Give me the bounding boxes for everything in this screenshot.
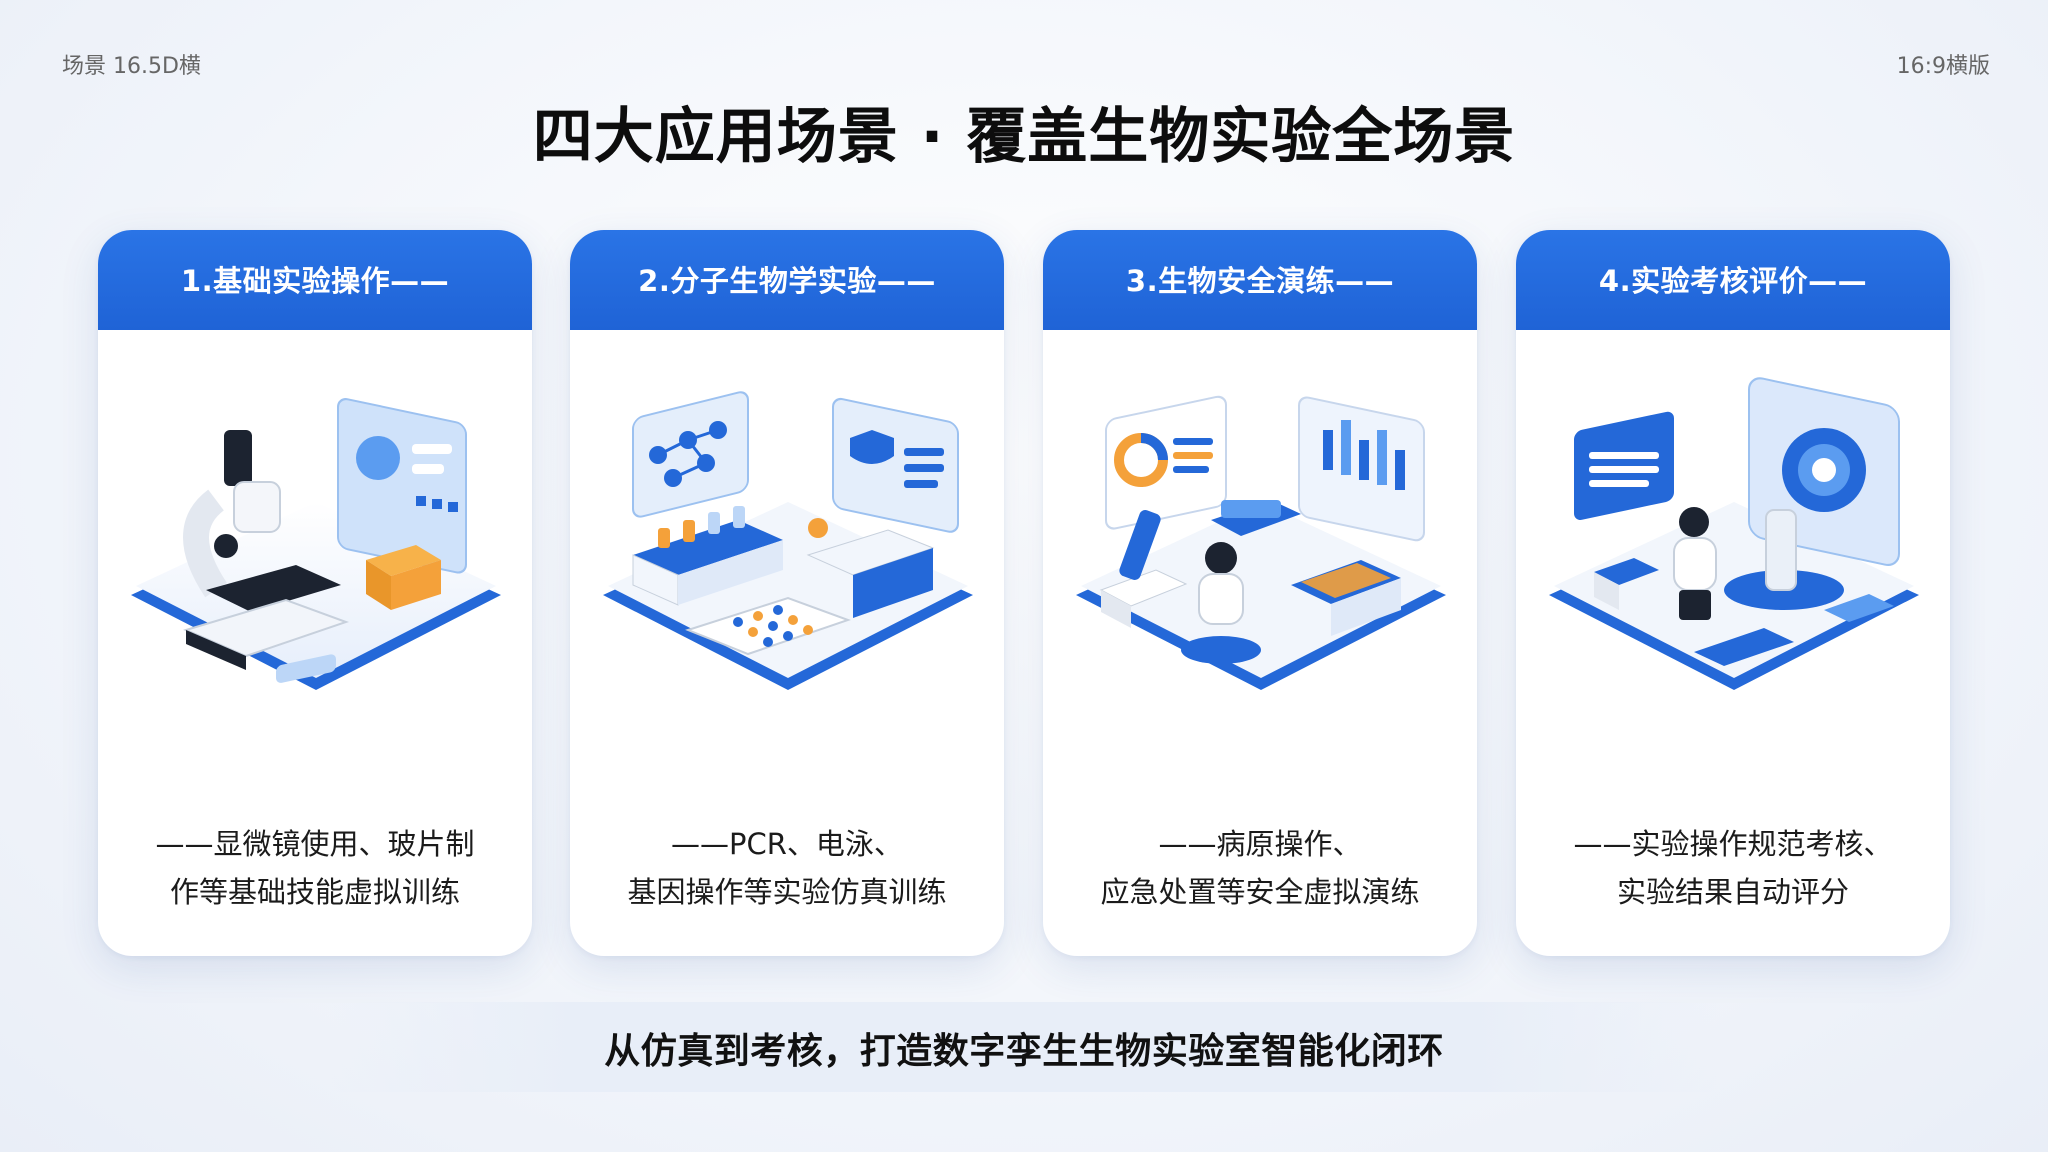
card-4-desc-line2: 实验结果自动评分 — [1616, 875, 1849, 909]
card-1-description: ——显微镜使用、玻片制 作等基础技能虚拟训练 — [118, 820, 512, 916]
card-3-description: ——病原操作、 应急处置等安全虚拟演练 — [1063, 820, 1457, 916]
scenario-card-2: 2.分子生物学实验—— — [570, 230, 1004, 956]
card-3-header: 3.生物安全演练—— — [1043, 230, 1477, 330]
molecular-lab-icon — [588, 360, 986, 700]
card-2-desc-line1: ——PCR、电泳、 — [671, 827, 903, 861]
format-label: 16:9横版 — [1896, 54, 1990, 79]
card-1-desc-line1: ——显微镜使用、玻片制 — [155, 827, 475, 861]
card-3-desc-line1: ——病原操作、 — [1158, 827, 1362, 861]
assessment-lab-icon — [1534, 360, 1932, 700]
card-4-desc-line1: ——实验操作规范考核、 — [1573, 827, 1893, 861]
biosafety-lab-icon — [1061, 360, 1459, 700]
card-4-header: 4.实验考核评价—— — [1516, 230, 1950, 330]
microscope-lab-icon — [116, 360, 514, 700]
card-1-desc-line2: 作等基础技能虚拟训练 — [169, 875, 460, 909]
page-title: 四大应用场景 · 覆盖生物实验全场景 — [532, 102, 1516, 172]
card-1-header: 1.基础实验操作—— — [98, 230, 532, 330]
scenario-card-1: 1.基础实验操作—— — [98, 230, 532, 956]
card-2-description: ——PCR、电泳、 基因操作等实验仿真训练 — [590, 820, 984, 916]
card-2-desc-line2: 基因操作等实验仿真训练 — [627, 875, 947, 909]
footer-band — [330, 1002, 1718, 1092]
footer-slogan: 从仿真到考核，打造数字孪生生物实验室智能化闭环 — [604, 1031, 1444, 1072]
scenario-card-3: 3.生物安全演练—— — [1043, 230, 1477, 956]
card-3-desc-line2: 应急处置等安全虚拟演练 — [1100, 875, 1420, 909]
scenario-card-4: 4.实验考核评价—— ——实验操作规范考核、 实 — [1516, 230, 1950, 956]
scenario-cards: 1.基础实验操作—— — [98, 230, 1952, 956]
scene-label: 场景 16.5D横 — [62, 54, 201, 79]
card-4-description: ——实验操作规范考核、 实验结果自动评分 — [1536, 820, 1930, 916]
card-2-header: 2.分子生物学实验—— — [570, 230, 1004, 330]
